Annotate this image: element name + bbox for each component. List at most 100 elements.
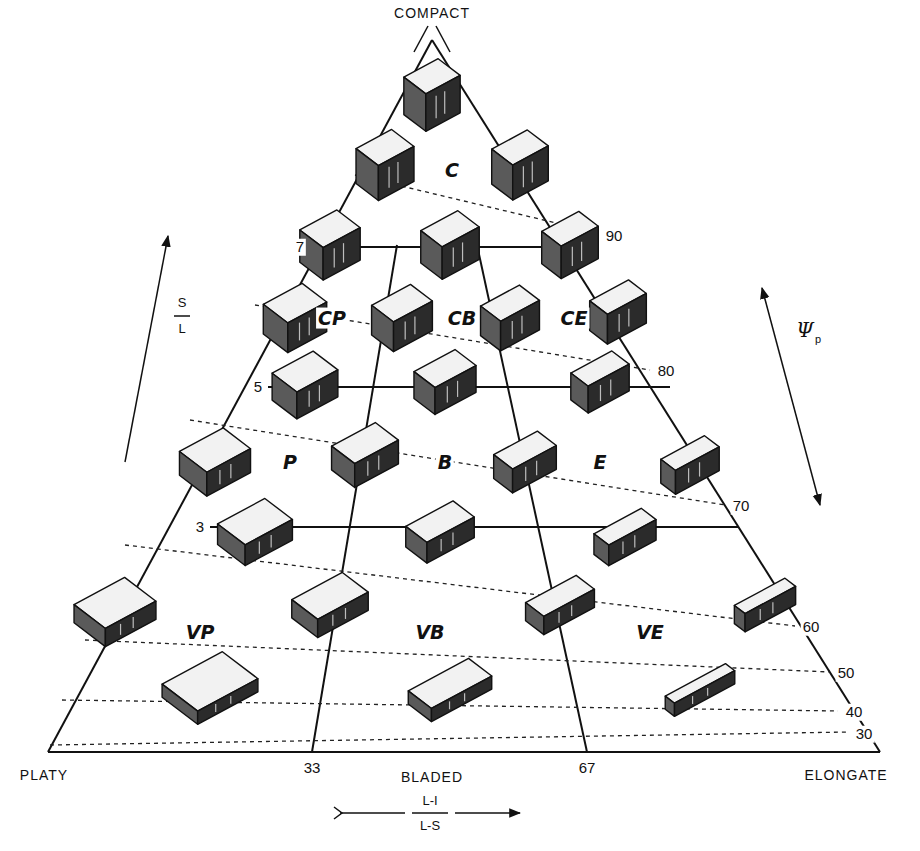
axis-label: BLADED [399, 770, 465, 785]
apex-caret [414, 26, 428, 52]
class-letter: C [443, 160, 461, 181]
block-shading [319, 385, 320, 401]
block-end-face [74, 605, 105, 647]
block-end-face [665, 696, 674, 716]
particle-block [408, 658, 491, 721]
block-end-face [734, 605, 745, 631]
block-end-face [542, 231, 562, 278]
block-shading [772, 602, 773, 613]
block-shading [397, 162, 398, 183]
block-shading [219, 470, 220, 484]
block-side-face [442, 227, 479, 279]
block-end-face [526, 603, 544, 635]
particle-block [372, 284, 433, 351]
block-side-face [355, 440, 399, 487]
block-shading [532, 162, 533, 183]
block-end-face [481, 306, 501, 351]
particle-block [494, 431, 557, 493]
axis-arrow [455, 812, 520, 814]
block-side-face [323, 228, 360, 280]
block-shading [441, 539, 442, 551]
block-end-face [272, 373, 297, 419]
block-shading [215, 704, 216, 712]
block-side-face [297, 370, 338, 419]
particle-block [332, 423, 399, 488]
apex-caret [436, 26, 450, 52]
block-side-face [207, 449, 251, 496]
block-shading [388, 167, 389, 188]
class-letter: VP [184, 622, 217, 643]
block-shading [133, 617, 134, 628]
class-boundary-line [432, 40, 880, 752]
class-letter: VB [413, 622, 446, 643]
block-end-face [494, 455, 513, 493]
block-end-face [590, 301, 608, 344]
sphericity-symbol: Ψ [794, 319, 816, 341]
block-side-face [745, 586, 796, 631]
fraction-bar [174, 315, 190, 317]
class-letter: B [436, 452, 454, 473]
block-shading [343, 243, 344, 262]
particle-block [74, 577, 156, 646]
block-side-face [674, 671, 734, 717]
class-letter: P [281, 452, 299, 473]
particle-block [162, 652, 258, 725]
block-shading [572, 247, 573, 266]
ratio-numerator: S [176, 296, 189, 310]
apex-label: COMPACT [392, 6, 472, 21]
block-end-face [162, 684, 198, 724]
arrow-feather [334, 807, 342, 819]
block-end-face [421, 231, 442, 280]
block-side-face [609, 520, 656, 566]
block-end-face [292, 600, 318, 638]
particle-block [292, 572, 369, 637]
sphericity-isoline [125, 545, 795, 626]
particle-block [571, 351, 629, 413]
block-shading [760, 609, 761, 620]
particle-block [414, 350, 476, 415]
block-side-face [394, 301, 433, 352]
block-side-face [435, 366, 476, 415]
class-letter: CE [559, 308, 590, 329]
block-shading [453, 247, 454, 266]
particle-block [218, 498, 293, 565]
block-end-face [594, 534, 609, 566]
class-boundary-line [48, 40, 432, 752]
block-shading [619, 314, 620, 332]
block-shading [447, 386, 448, 402]
particle-block [526, 575, 595, 634]
particle-block [421, 211, 480, 280]
block-shading [452, 533, 453, 545]
block-side-face [513, 445, 557, 492]
block-shading [610, 379, 611, 395]
block-side-face [675, 447, 719, 494]
block-shading [634, 535, 635, 547]
particle-block [542, 211, 599, 278]
block-end-face [408, 691, 431, 722]
axis-tick: 67 [577, 760, 598, 777]
axis-tick: 7 [294, 239, 306, 256]
block-shading [414, 316, 415, 334]
block-shading [367, 461, 368, 475]
corner-label: PLATY [18, 768, 70, 783]
block-side-face [607, 293, 646, 344]
block-end-face [571, 373, 588, 413]
block-side-face [198, 679, 258, 725]
class-boundary-line [312, 245, 397, 752]
block-end-face [263, 304, 288, 352]
axis-tick: 5 [252, 379, 264, 396]
sphericity-isoline [190, 420, 725, 505]
ratio-numerator: L-I [420, 794, 439, 808]
block-shading [405, 322, 406, 340]
fraction-bar [412, 812, 448, 814]
axis-tick: 3 [194, 519, 206, 536]
axis-arrow [762, 288, 820, 505]
axis-tick: 33 [302, 760, 323, 777]
block-side-face [501, 300, 540, 351]
axis-arrow-tail [340, 812, 405, 814]
block-side-face [378, 146, 414, 200]
sphericity-tick: 70 [731, 498, 752, 515]
block-shading [457, 381, 458, 397]
particle-block [661, 436, 719, 495]
